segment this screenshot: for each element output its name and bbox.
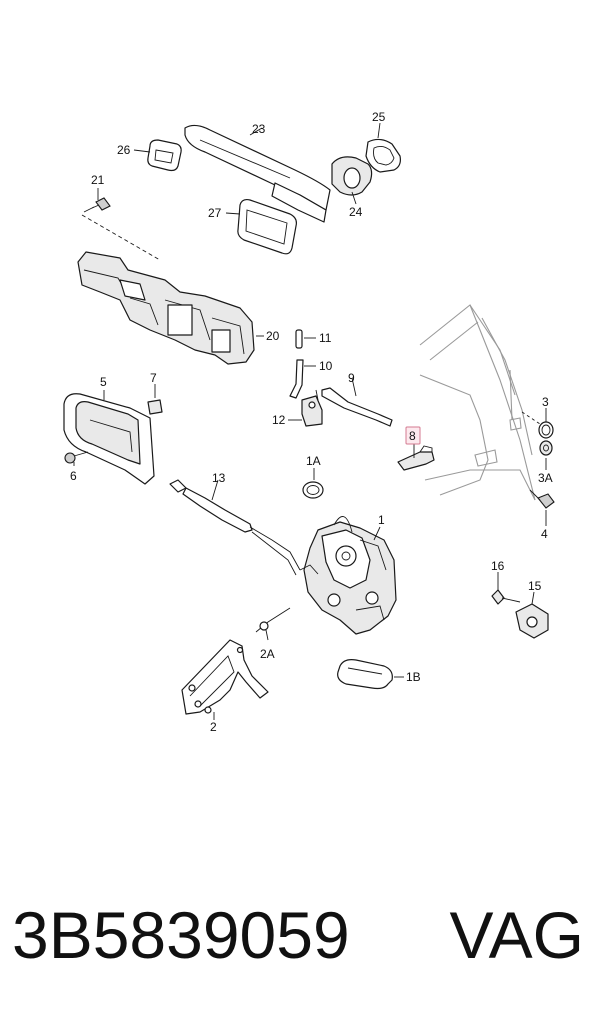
callout-2: 2 [210,720,217,734]
callout-4: 4 [541,527,548,541]
bowden-cable-part-13 [169,479,301,576]
rod-part-10 [289,359,304,399]
screw-part-21 [83,197,111,213]
callout-23: 23 [252,122,266,136]
callout-13: 13 [212,471,226,485]
callout-3A: 3A [538,471,553,485]
callout-25: 25 [372,110,386,124]
callout-2A: 2A [260,647,275,661]
callout-16: 16 [491,559,505,573]
footer: 3B5839059 VAG [0,890,600,980]
callout-8: 8 [409,429,416,443]
brand-label: VAG [449,898,584,972]
callout-15: 15 [528,579,542,593]
handle-gasket-part-27 [237,198,297,255]
door-lock-part-1 [299,516,397,635]
screw-part-6 [64,451,89,464]
highlight-box-part-8 [405,426,421,445]
rod-part-9 [321,387,393,427]
rod-part-2A [255,607,291,633]
callout-labels: 23 26 25 24 21 27 20 11 10 9 5 7 12 8 3 … [70,110,553,734]
callout-11: 11 [319,331,332,345]
leader-lines [73,122,547,720]
callout-1A: 1A [306,454,321,468]
switch-part-8 [397,445,435,471]
parts-diagram: 23 26 25 24 21 27 20 11 10 9 5 7 12 8 3 … [63,110,555,734]
o-ring-part-3 [538,421,554,439]
callout-24: 24 [349,205,363,219]
callout-5: 5 [100,375,107,389]
callout-1: 1 [378,513,385,527]
inner-door-handle-part-5 [63,393,155,485]
clip-part-7 [147,399,163,415]
bolt-part-4 [529,489,555,509]
washer-part-3A [539,440,553,456]
callout-21: 21 [91,173,105,187]
callout-26: 26 [117,143,131,157]
callout-7: 7 [150,371,157,385]
lever-part-12 [301,389,323,427]
striker-part-15 [515,603,549,639]
handle-carrier-part-20 [77,251,255,365]
callout-3: 3 [542,395,549,409]
handle-seal-part-26 [147,139,182,172]
callout-6: 6 [70,469,77,483]
part-number: 3B5839059 [12,898,350,972]
callout-12: 12 [272,413,286,427]
callout-20: 20 [266,329,280,343]
trim-ring-part-25 [365,138,401,173]
lock-cap-part-24 [331,156,373,196]
callout-9: 9 [348,371,355,385]
callout-10: 10 [319,359,333,373]
callout-27: 27 [208,206,222,220]
o-ring-part-1A [302,481,324,499]
lock-cover-part-1B [337,659,393,690]
pin-part-11 [295,329,303,349]
callout-1B: 1B [406,670,421,684]
door-frame [419,304,536,501]
bracket-part-2 [181,639,269,715]
outer-door-handle-part-23 [184,124,331,223]
screw-part-16 [491,589,521,605]
